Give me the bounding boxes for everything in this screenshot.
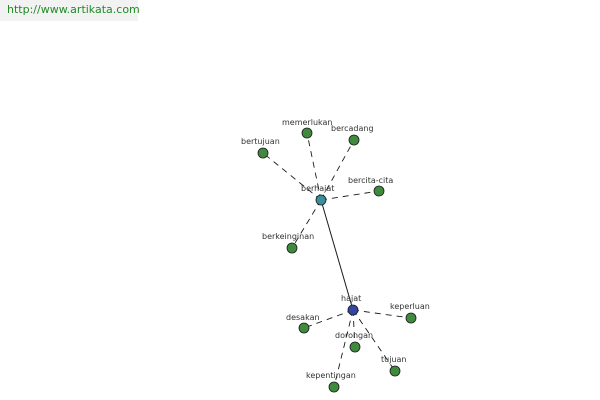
edge-berhajat-bercadang bbox=[320, 139, 355, 201]
node-bercadang[interactable] bbox=[348, 134, 360, 146]
node-label-kepentingan: kepentingan bbox=[306, 371, 356, 380]
node-bercita-cita[interactable] bbox=[373, 185, 385, 197]
edge-hajat-dorongan bbox=[352, 309, 356, 348]
node-tujuan[interactable] bbox=[389, 365, 401, 377]
node-berhajat[interactable] bbox=[315, 194, 327, 206]
node-label-tujuan: tujuan bbox=[381, 355, 406, 364]
node-label-keperluan: keperluan bbox=[390, 302, 430, 311]
node-label-memerlukan: memerlukan bbox=[282, 118, 332, 127]
edge-berhajat-hajat bbox=[320, 199, 354, 311]
edge-hajat-kepentingan bbox=[333, 309, 354, 388]
edge-berhajat-bercita-cita bbox=[320, 190, 380, 201]
node-label-berhajat: berhajat bbox=[301, 184, 334, 193]
edge-berhajat-memerlukan bbox=[306, 132, 322, 201]
node-kepentingan[interactable] bbox=[328, 381, 340, 393]
edge-layer bbox=[262, 132, 412, 388]
node-label-bercita-cita: bercita-cita bbox=[348, 176, 393, 185]
source-bar: http://www.artikata.com bbox=[0, 0, 140, 21]
node-label-desakan: desakan bbox=[286, 313, 320, 322]
node-label-bercadang: bercadang bbox=[331, 124, 374, 133]
node-dorongan[interactable] bbox=[349, 341, 361, 353]
node-label-dorongan: dorongan bbox=[335, 331, 373, 340]
node-label-hajat: hajat bbox=[341, 294, 361, 303]
node-desakan[interactable] bbox=[298, 322, 310, 334]
node-berkeinginan[interactable] bbox=[286, 242, 298, 254]
node-hajat[interactable] bbox=[347, 304, 359, 316]
node-layer bbox=[257, 127, 417, 393]
node-label-bertujuan: bertujuan bbox=[241, 137, 280, 146]
edge-berhajat-berkeinginan bbox=[291, 199, 322, 249]
node-memerlukan[interactable] bbox=[301, 127, 313, 139]
node-keperluan[interactable] bbox=[405, 312, 417, 324]
edge-hajat-keperluan bbox=[352, 309, 412, 319]
edge-hajat-tujuan bbox=[352, 309, 396, 372]
edge-berhajat-bertujuan bbox=[262, 152, 322, 201]
source-link[interactable]: http://www.artikata.com bbox=[7, 3, 140, 16]
node-bertujuan[interactable] bbox=[257, 147, 269, 159]
node-label-berkeinginan: berkeinginan bbox=[262, 232, 314, 241]
edge-hajat-desakan bbox=[303, 309, 354, 329]
